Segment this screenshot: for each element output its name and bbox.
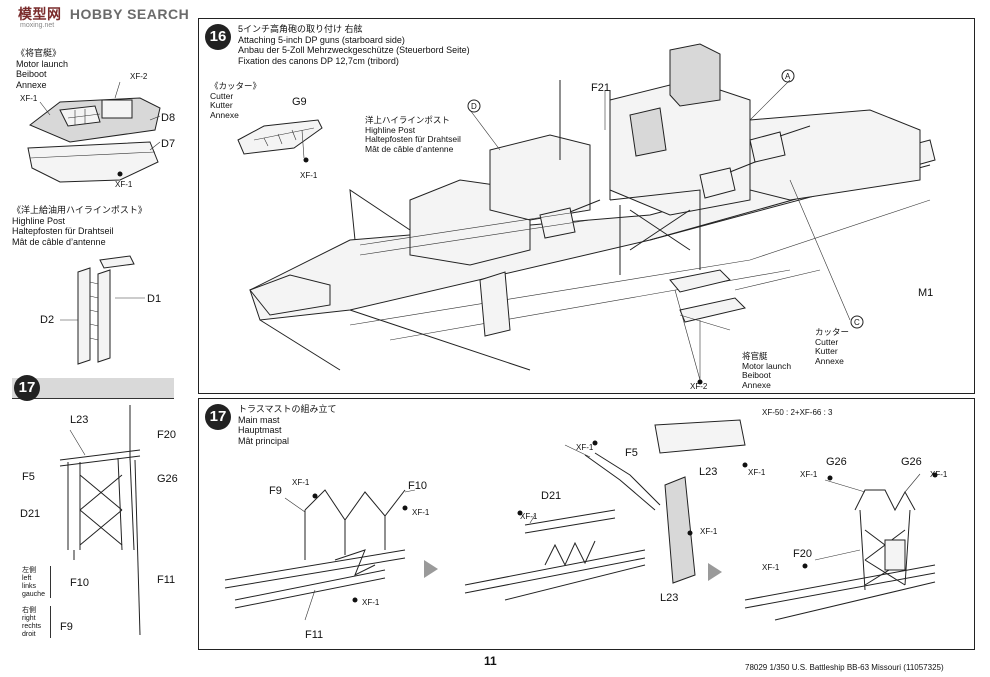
stage2-xf1-c: XF-1 [700, 527, 718, 536]
motor-launch-title: 《将官艇》 Motor launch Beiboot Annexe [16, 48, 69, 90]
stage1-f10: F10 [408, 480, 427, 492]
stage2-xf1-a: XF-1 [576, 443, 594, 452]
callout-m1: M1 [918, 287, 934, 299]
step17-small-l23: L23 [70, 414, 89, 426]
step-arrow-2 [708, 563, 722, 581]
stage1-xf1-b: XF-1 [412, 508, 430, 517]
motor-launch-diagram [0, 70, 190, 200]
step17-small-g26: G26 [157, 473, 178, 485]
cutter-diagram [234, 110, 334, 163]
cutter-title: 《カッター》 Cutter Kutter Annexe [210, 81, 262, 120]
step17-small-f10: F10 [70, 577, 89, 589]
stage3-g26-b: G26 [901, 456, 922, 468]
stage1-f9: F9 [269, 485, 282, 497]
stage2-l23-bottom: L23 [660, 592, 679, 604]
step17-small-f5: F5 [22, 471, 35, 483]
cutter-xf1: XF-1 [300, 171, 318, 180]
stage2-l23-top: L23 [699, 466, 718, 478]
launch-callout-label: 将官艇 Motor launch Beiboot Annexe [742, 351, 792, 390]
mast-stage1-diagram [205, 480, 425, 630]
highline-post-title: 《洋上給油用ハイラインポスト》 Highline Post Haltepfost… [12, 205, 147, 247]
product-info: 78029 1/350 U.S. Battleship BB-63 Missou… [745, 663, 944, 672]
step17-small-d21: D21 [20, 508, 41, 520]
stage1-f11: F11 [305, 629, 324, 641]
stage3-xf1-c: XF-1 [762, 563, 780, 572]
step16-title: 5インチ高角砲の取り付け 右舷 Attaching 5-inch DP guns… [238, 24, 470, 66]
left-side-label: 左側 left links gauche [22, 567, 45, 598]
motor-launch-xf1-bottom: XF-1 [115, 180, 133, 189]
stage2-xf1-b: XF-1 [520, 512, 538, 521]
stage3-g26-a: G26 [826, 456, 847, 468]
side-bracket [50, 566, 55, 598]
stage2-xf1-d: XF-1 [748, 468, 766, 477]
mast-stage2-diagram [445, 415, 748, 615]
stage1-xf1-c: XF-1 [362, 598, 380, 607]
watermark-text: 模型网 HOBBY SEARCH [18, 4, 189, 24]
page-number: 11 [484, 654, 497, 668]
watermark-cn: 模型网 [18, 6, 62, 22]
step16-badge: 16 [205, 24, 231, 50]
cutter-callout-label: カッター Cutter Kutter Annexe [815, 327, 850, 366]
highline-post-diagram [60, 250, 190, 370]
stage3-f20: F20 [793, 548, 812, 560]
step17-badge: 17 [205, 404, 231, 430]
stage2-d21: D21 [541, 490, 562, 502]
launch-xf2: XF-2 [690, 382, 708, 391]
step17-title: トラスマストの組み立て Main mast Hauptmast Mât prin… [238, 404, 337, 446]
stage2-paint-mix: XF-50 : 2+XF-66 : 3 [762, 408, 833, 417]
step17-small-f9: F9 [60, 621, 73, 633]
motor-launch-d8: D8 [161, 112, 176, 124]
highline-d1: D1 [147, 293, 162, 305]
watermark-site: moxing.net [20, 22, 55, 29]
motor-launch-xf1-top: XF-1 [20, 94, 38, 103]
stage3-xf1-b: XF-1 [930, 470, 948, 479]
side-bracket-2 [50, 606, 55, 638]
highline-label: 洋上ハイラインポスト Highline Post Haltepfosten fü… [365, 115, 461, 154]
cutter-g9: G9 [292, 96, 307, 108]
right-side-label: 右側 right rechts droit [22, 607, 42, 638]
step17-small-badge: 17 [14, 375, 40, 401]
motor-launch-xf2: XF-2 [130, 72, 148, 81]
callout-a: A [785, 72, 791, 81]
step17-small-header [12, 378, 174, 399]
stage3-xf1-a: XF-1 [800, 470, 818, 479]
step17-small-diagram [30, 400, 190, 640]
callout-f21: F21 [591, 82, 610, 94]
callout-d: D [471, 102, 477, 111]
mast-stage3-diagram [735, 472, 938, 640]
step-arrow-1 [424, 560, 438, 578]
stage2-f5: F5 [625, 447, 638, 459]
callout-c: C [854, 318, 860, 327]
step17-panel [198, 398, 975, 650]
highline-d2: D2 [40, 314, 55, 326]
watermark-brand: HOBBY SEARCH [69, 6, 190, 22]
battleship-diagram [230, 40, 950, 385]
stage1-xf1-a: XF-1 [292, 478, 310, 487]
motor-launch-d7: D7 [161, 138, 176, 150]
step17-small-f11: F11 [157, 574, 176, 586]
step17-small-f20: F20 [157, 429, 176, 441]
